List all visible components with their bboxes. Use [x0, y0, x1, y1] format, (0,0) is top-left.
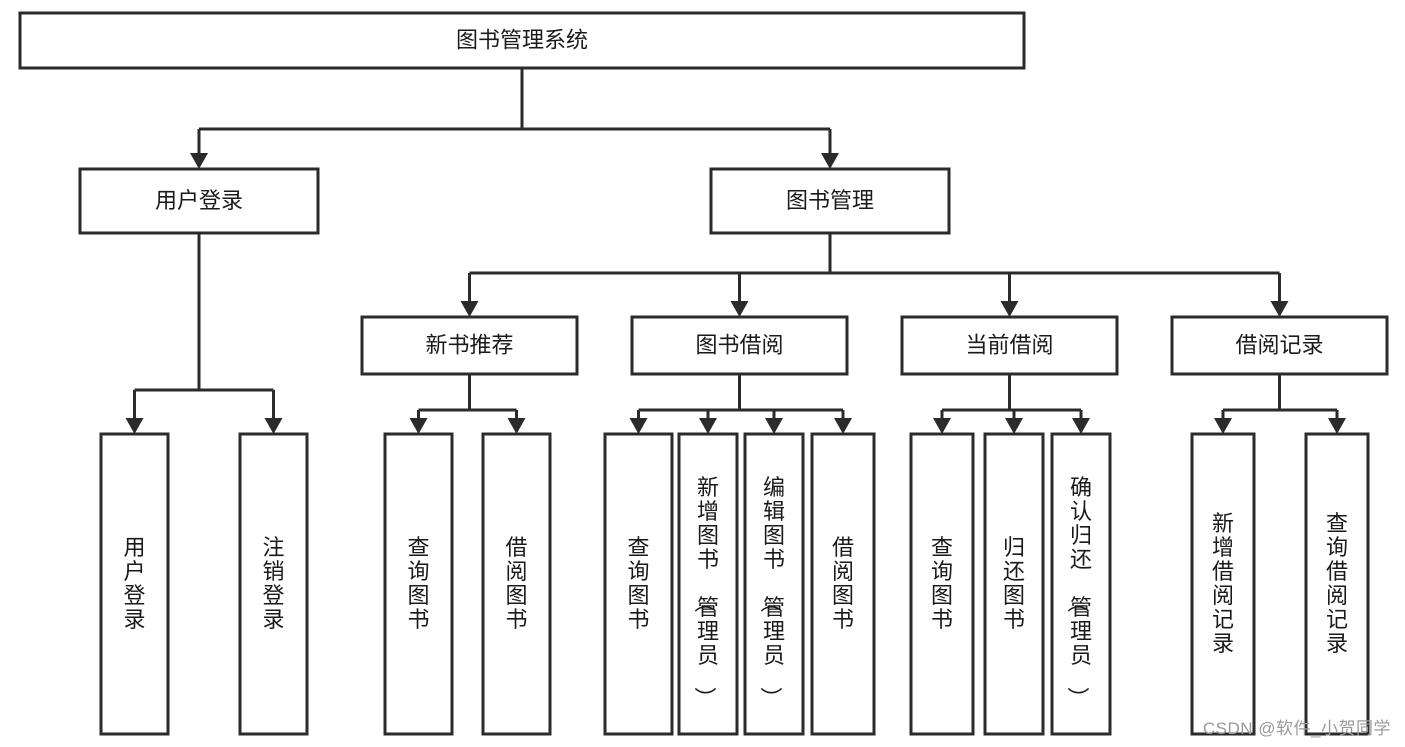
node-label-root: 图书管理系统: [456, 27, 588, 52]
node-new-book-recommend[interactable]: 新书推荐: [360, 315, 579, 376]
arrow-head-icon: [629, 418, 648, 434]
node-label-book-management: 图书管理: [786, 188, 874, 213]
node-label-leaf-return-book: 归还图书: [1003, 535, 1025, 632]
arrow-head-icon: [1214, 418, 1232, 434]
node-book-management[interactable]: 图书管理: [709, 167, 951, 235]
node-label-leaf-borrow-book: 借阅图书: [832, 535, 854, 632]
arrow-head-icon: [507, 418, 526, 434]
nodes-layer: 图书管理系统用户登录图书管理新书推荐图书借阅当前借阅借阅记录用户登录注销登录查询…: [18, 11, 1389, 736]
arrow-head-icon: [1270, 301, 1289, 317]
node-leaf-confirm-return-admin[interactable]: 确认归还（管理员）: [1050, 432, 1112, 736]
node-root[interactable]: 图书管理系统: [18, 11, 1026, 70]
node-box-leaf-borrow-book-new: [481, 432, 552, 736]
node-box-leaf-user-login: [99, 432, 170, 736]
node-leaf-borrow-book-new[interactable]: 借阅图书: [481, 432, 552, 736]
node-box-book-management: [709, 167, 951, 235]
node-borrow-record[interactable]: 借阅记录: [1170, 315, 1389, 376]
node-box-leaf-edit-book-admin: [743, 432, 805, 736]
node-leaf-logout[interactable]: 注销登录: [238, 432, 309, 736]
node-box-leaf-logout: [238, 432, 309, 736]
arrow-head-icon: [264, 418, 283, 434]
node-label-leaf-confirm-return-admin: 确认归还（管理员）: [1065, 475, 1092, 709]
node-current-borrow[interactable]: 当前借阅: [900, 315, 1119, 376]
arrow-head-icon: [765, 418, 783, 434]
node-leaf-query-borrow-record[interactable]: 查询借阅记录: [1304, 432, 1370, 736]
node-label-current-borrow: 当前借阅: [965, 332, 1053, 357]
node-leaf-add-borrow-record[interactable]: 新增借阅记录: [1190, 432, 1256, 736]
node-label-leaf-logout: 注销登录: [262, 535, 284, 632]
node-label-book-borrow: 图书借阅: [695, 332, 783, 357]
node-box-leaf-query-book-current: [909, 432, 975, 736]
arrow-head-icon: [730, 301, 749, 317]
node-box-leaf-borrow-book: [810, 432, 876, 736]
node-label-user-login: 用户登录: [155, 188, 243, 213]
arrow-head-icon: [699, 418, 717, 434]
node-book-borrow[interactable]: 图书借阅: [630, 315, 849, 376]
node-label-leaf-query-book-borrow: 查询图书: [627, 535, 649, 632]
node-leaf-add-book-admin[interactable]: 新增图书（管理员）: [677, 432, 739, 736]
edges-layer: [125, 68, 1346, 434]
node-leaf-borrow-book[interactable]: 借阅图书: [810, 432, 876, 736]
node-box-leaf-confirm-return-admin: [1050, 432, 1112, 736]
node-leaf-edit-book-admin[interactable]: 编辑图书（管理员）: [743, 432, 805, 736]
node-box-leaf-query-borrow-record: [1304, 432, 1370, 736]
arrow-head-icon: [409, 418, 428, 434]
node-box-current-borrow: [900, 315, 1119, 376]
node-leaf-query-book-new[interactable]: 查询图书: [383, 432, 454, 736]
node-box-leaf-return-book: [983, 432, 1045, 736]
arrow-head-icon: [1328, 418, 1346, 434]
node-leaf-return-book[interactable]: 归还图书: [983, 432, 1045, 736]
node-box-leaf-add-book-admin: [677, 432, 739, 736]
node-label-leaf-user-login: 用户登录: [123, 535, 145, 632]
node-label-leaf-add-book-admin: 新增图书（管理员）: [692, 475, 719, 709]
arrow-head-icon: [460, 301, 479, 317]
node-user-login[interactable]: 用户登录: [78, 167, 320, 235]
node-box-borrow-record: [1170, 315, 1389, 376]
node-label-new-book-recommend: 新书推荐: [425, 332, 513, 357]
arrow-head-icon: [125, 418, 144, 434]
arrow-head-icon: [821, 153, 839, 169]
node-box-leaf-query-book-new: [383, 432, 454, 736]
arrow-head-icon: [834, 418, 852, 434]
node-label-borrow-record: 借阅记录: [1235, 332, 1323, 357]
arrow-head-icon: [1005, 418, 1023, 434]
node-label-leaf-query-borrow-record: 查询借阅记录: [1326, 511, 1348, 656]
node-label-leaf-add-borrow-record: 新增借阅记录: [1212, 511, 1234, 656]
node-leaf-query-book-borrow[interactable]: 查询图书: [603, 432, 674, 736]
node-label-leaf-query-book-current: 查询图书: [931, 535, 953, 632]
arrow-head-icon: [1072, 418, 1090, 434]
node-box-new-book-recommend: [360, 315, 579, 376]
node-box-leaf-add-borrow-record: [1190, 432, 1256, 736]
node-label-leaf-query-book-new: 查询图书: [407, 535, 429, 632]
node-box-leaf-query-book-borrow: [603, 432, 674, 736]
arrow-head-icon: [933, 418, 951, 434]
node-box-user-login: [78, 167, 320, 235]
node-label-leaf-edit-book-admin: 编辑图书（管理员）: [758, 475, 785, 709]
node-box-book-borrow: [630, 315, 849, 376]
node-leaf-user-login[interactable]: 用户登录: [99, 432, 170, 736]
node-leaf-query-book-current[interactable]: 查询图书: [909, 432, 975, 736]
arrow-head-icon: [1000, 301, 1019, 317]
arrow-head-icon: [190, 153, 208, 169]
node-box-root: [18, 11, 1026, 70]
node-label-leaf-borrow-book-new: 借阅图书: [505, 535, 527, 632]
